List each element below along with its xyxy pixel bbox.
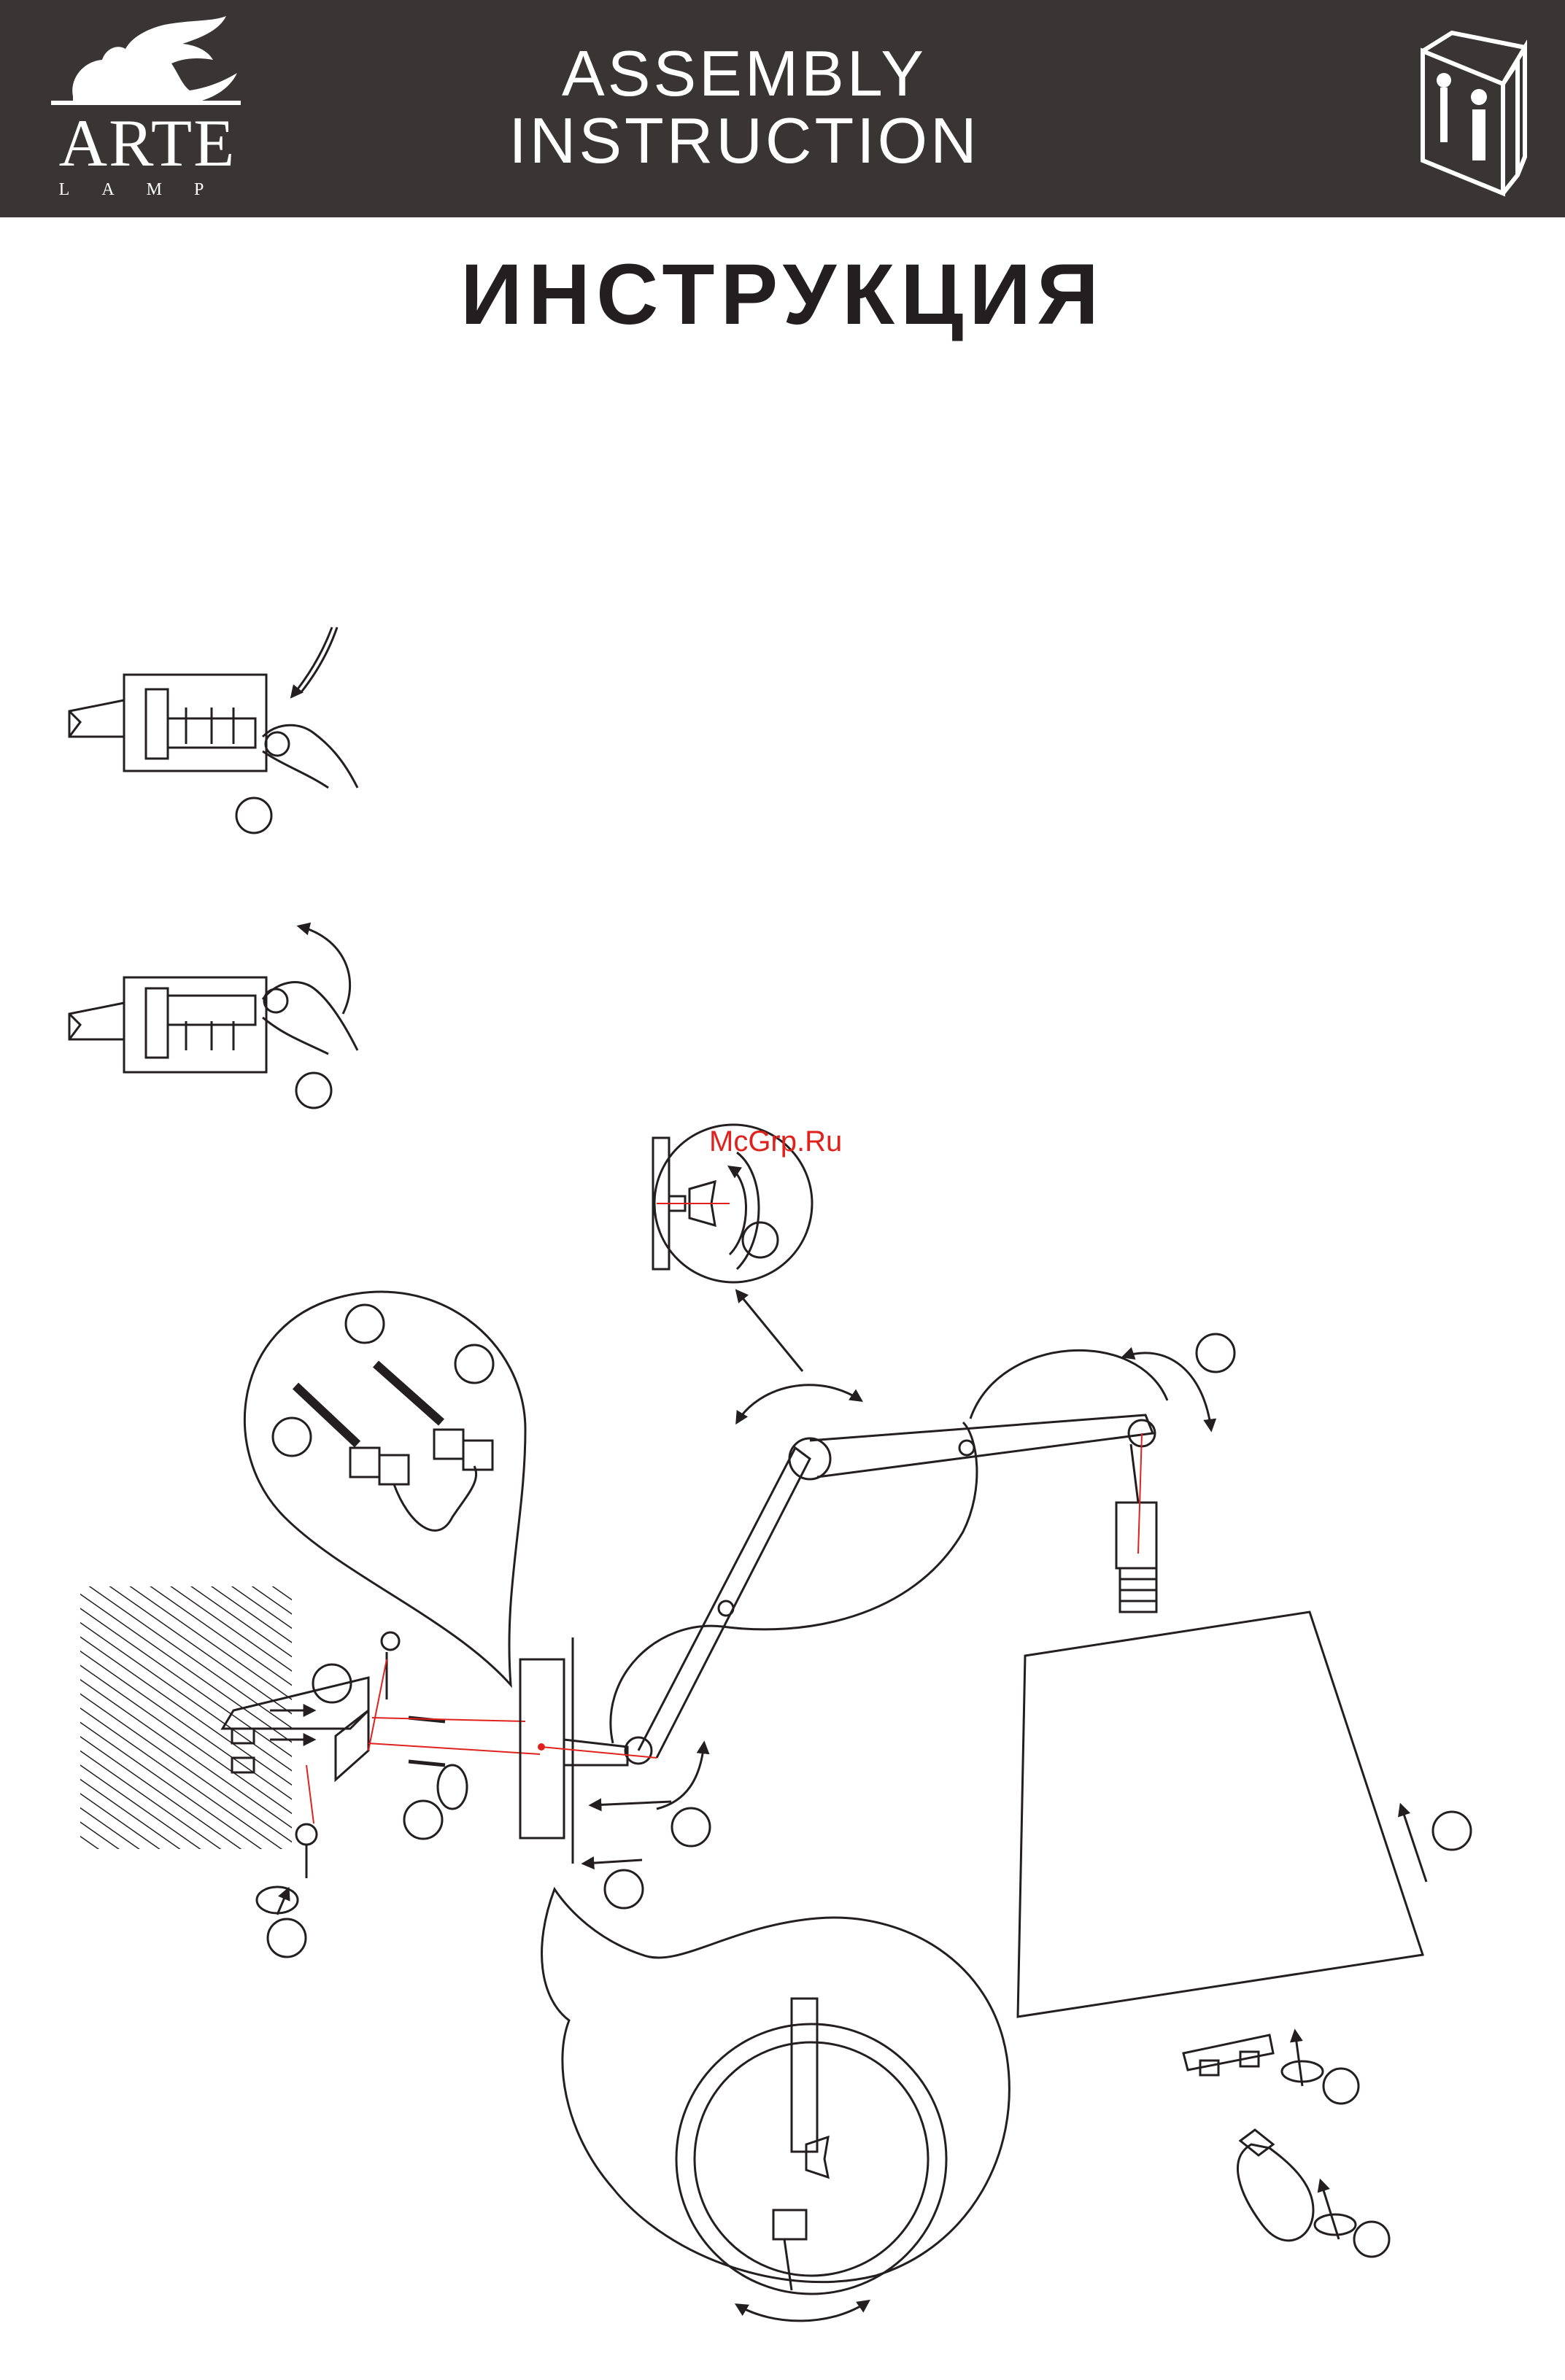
wall-mount — [80, 1586, 540, 1957]
switch-off-diagram — [69, 627, 358, 833]
lamp-shade — [1018, 1612, 1471, 2017]
shade-ring-and-bulb — [1183, 2031, 1389, 2257]
wing-nut-callout — [653, 1125, 812, 1371]
base-callout — [542, 1889, 1010, 2321]
watermark-text: McGrp.Ru — [709, 1127, 842, 1156]
switch-on-diagram — [69, 926, 358, 1108]
lamp-body — [520, 1334, 1234, 1908]
